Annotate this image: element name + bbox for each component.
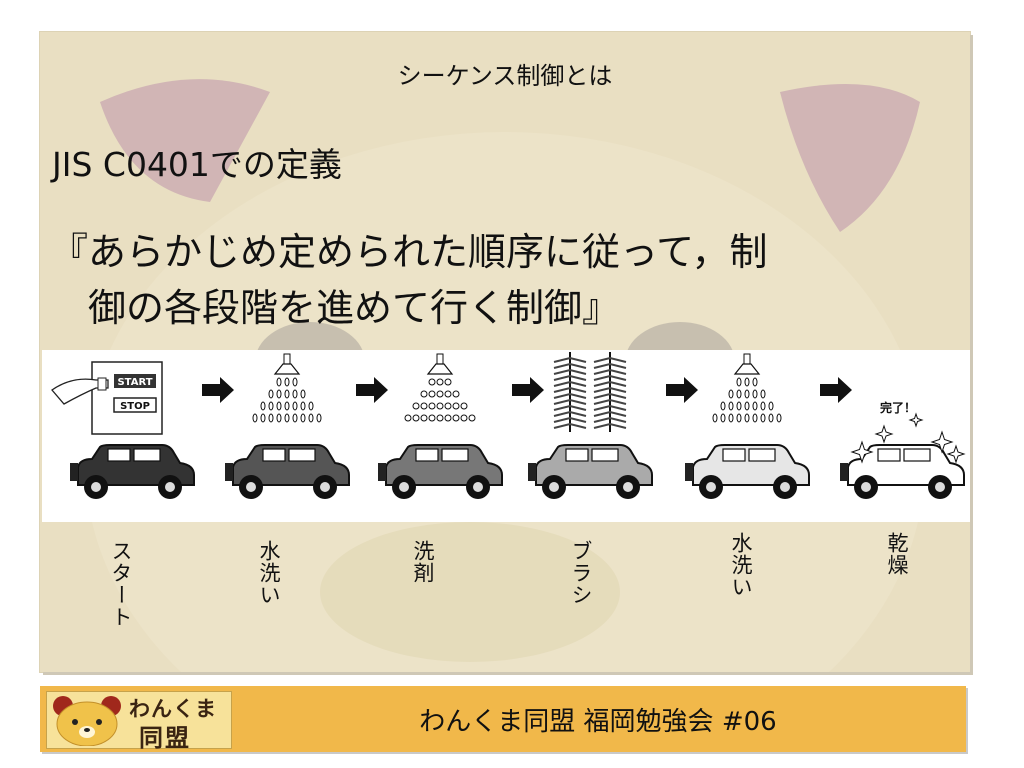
water-spray-icon [252,353,322,423]
done-label: 完了！ [880,400,916,415]
sparkle-icon [874,424,894,444]
car-icon [528,444,653,499]
step-label-start: スタート [109,540,133,628]
bear-face-icon [53,696,121,746]
event-title: わんくま同盟 福岡勉強会 #06 [419,707,777,737]
car-icon [225,444,350,499]
slide-title: シーケンス制御とは [397,62,613,90]
footer-bar: わんくま 同盟 わんくま同盟 福岡勉強会 #06 [40,686,966,752]
stop-button-label: STOP [120,401,150,412]
arrow-right-icon [512,377,544,403]
quote-line-1: 『あらかじめ定められた順序に従って，制 [50,230,768,274]
sparkle-icon [930,430,954,454]
sparkle-icon [850,440,874,464]
control-panel-icon: START STOP [51,361,163,435]
slide: シーケンス制御とは JIS C0401での定義 『あらかじめ定められた順序に従っ… [40,32,970,672]
brush-icon [593,352,627,432]
arrow-right-icon [820,377,852,403]
logo-text-wankuma: わんくま [129,697,217,721]
arrow-right-icon [666,377,698,403]
start-button-label: START [117,377,152,388]
step-label-water-rinse-2: 水洗い [729,532,753,598]
step-label-detergent: 洗剤 [411,540,435,584]
car-icon [378,444,503,499]
brush-icon [553,352,587,432]
quote-line-2: 御の各段階を進めて行く制御』 [88,286,621,330]
definition-heading: JIS C0401での定義 [52,145,342,184]
step-label-water-rinse-1: 水洗い [257,540,281,606]
sparkle-icon [908,412,924,428]
step-label-brush: ブラシ [569,540,593,606]
car-icon [685,444,810,499]
step-label-dry: 乾燥 [885,532,909,576]
logo-text-doumei: 同盟 [139,724,191,752]
car-wash-sequence-icon: START STOP 完了！ [51,352,966,499]
car-icon [840,444,965,499]
car-icon [70,444,195,499]
water-spray-icon [712,353,782,423]
car-wash-illustration: START STOP 完了！ [42,350,970,522]
sparkle-icon [946,444,966,464]
detergent-spray-icon [404,353,476,422]
definition-quote: 『あらかじめ定められた順序に従って，制 御の各段階を進めて行く制御』 [50,224,950,336]
arrow-right-icon [356,377,388,403]
wankuma-logo: わんくま 同盟 [46,691,232,752]
arrow-right-icon [202,377,234,403]
